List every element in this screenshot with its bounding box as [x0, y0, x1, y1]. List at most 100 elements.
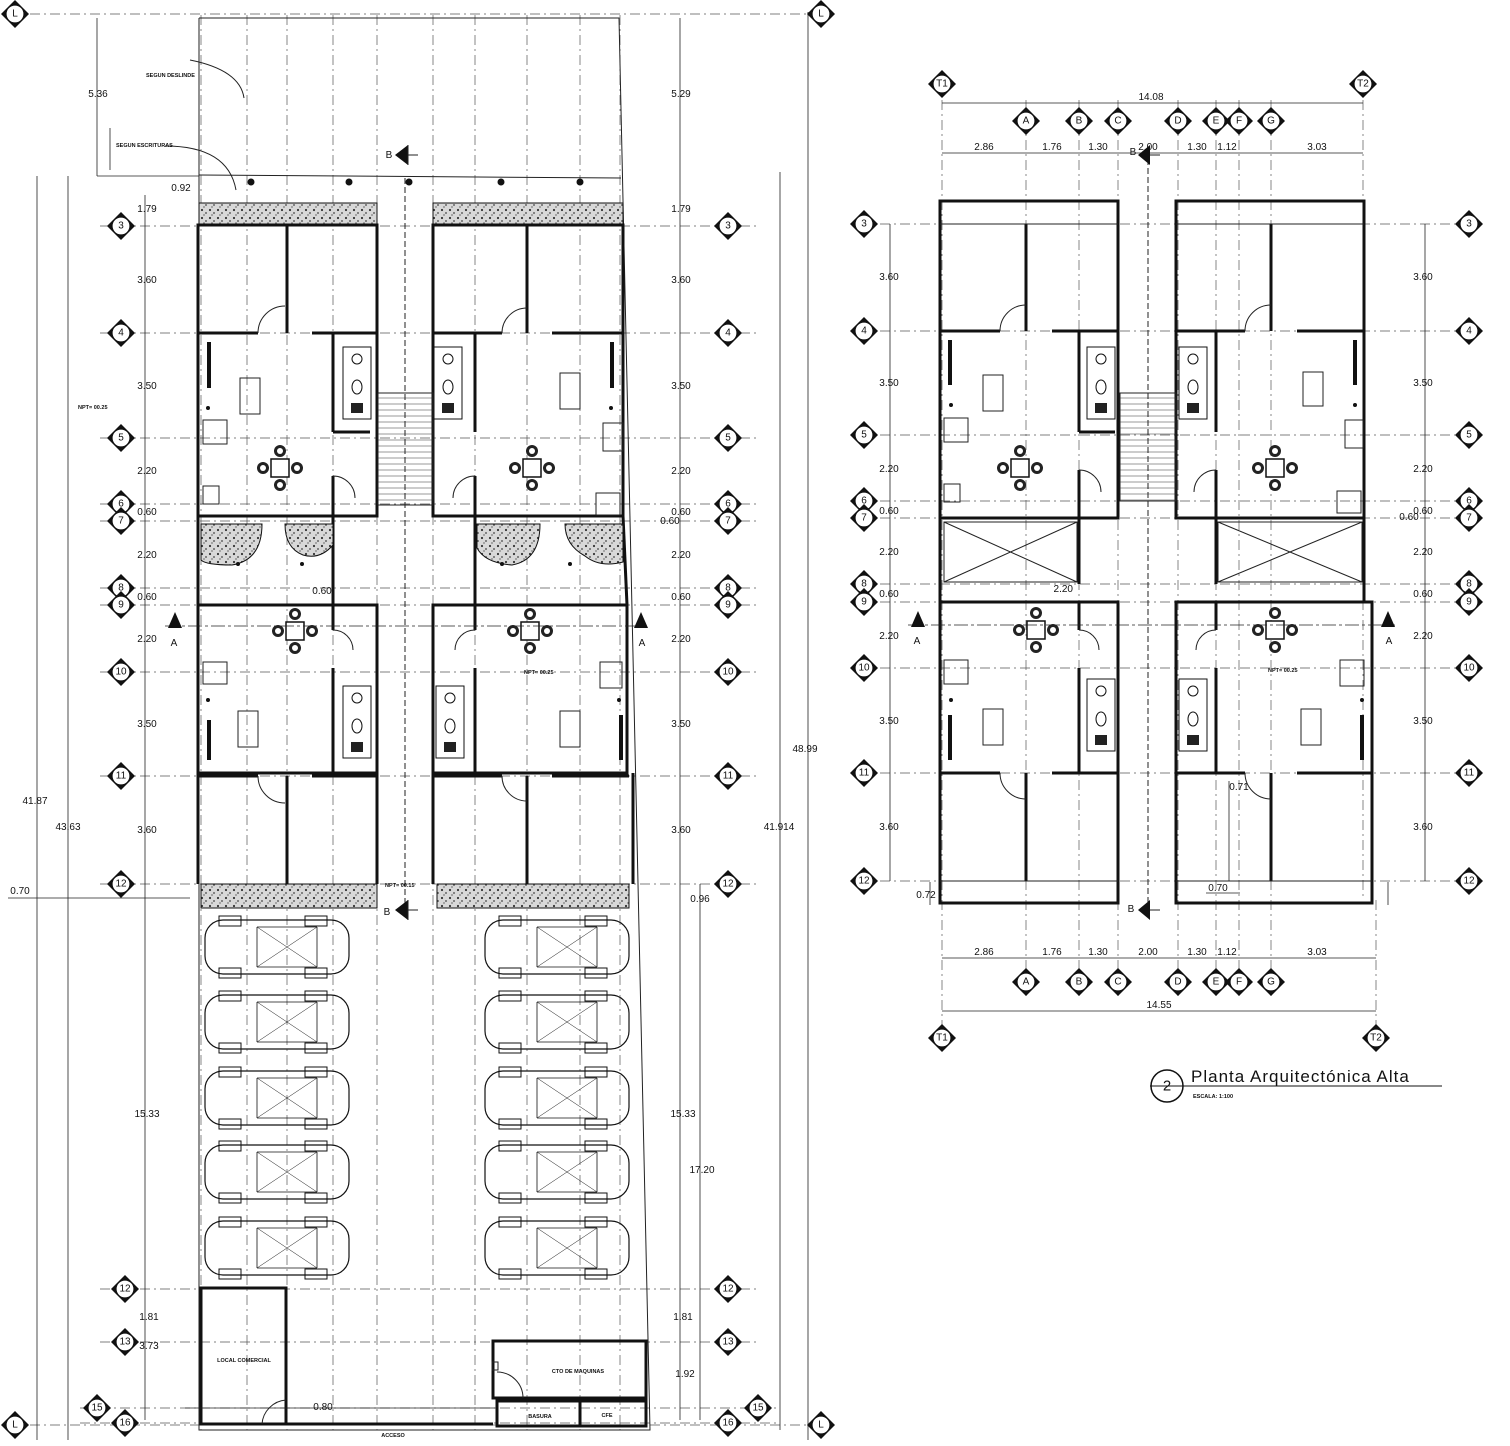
garden-planter: [476, 523, 541, 566]
row-dimension-left: 3.50: [137, 381, 157, 392]
cfe-room: [578, 1399, 648, 1428]
upper-voids: [943, 521, 1363, 583]
upper-section-b: B: [1128, 904, 1135, 915]
note-npt: NPT= 00.15: [385, 883, 415, 889]
grid-bubble-label: 7: [118, 516, 124, 527]
grid-bubble-right: 12: [714, 1275, 742, 1303]
upper-row-dimension-left: 3.60: [879, 272, 899, 283]
overall-dimension: 41.87: [22, 796, 47, 807]
grid-bubble-right: 15: [744, 1394, 772, 1422]
row-dimension-left: 2.20: [137, 550, 157, 561]
column-dimension-top: 1.12: [1217, 142, 1237, 153]
section-b-label: B: [384, 907, 391, 918]
grid-bubble-l: L: [1, 1411, 29, 1439]
upper-grid-bubble-right: 7: [1455, 504, 1483, 532]
grid-bubble-label: 3: [861, 219, 867, 230]
column-bubble-top: C: [1104, 107, 1132, 135]
garden-planter: [284, 523, 334, 557]
grid-bubble-left: 5: [107, 424, 135, 452]
lower-dimension: 1.92: [675, 1369, 695, 1380]
column-bubble-bottom: F: [1225, 968, 1253, 996]
drawing-number: 2: [1163, 1078, 1171, 1095]
row-dimension-left: 2.20: [137, 466, 157, 477]
upper-row-dimension-right: 3.50: [1413, 378, 1433, 389]
upper-grid-bubble-left: 5: [850, 421, 878, 449]
upper-grid-bubble-left: 8: [850, 570, 878, 598]
grid-bubble-label: 5: [1466, 430, 1472, 441]
grid-bubble-label: 6: [118, 499, 124, 510]
upper-row-dimension-right: 2.20: [1413, 464, 1433, 475]
upper-section-a: A: [914, 636, 921, 647]
grid-bubble-l: L: [807, 1411, 835, 1439]
column-bubble-top: B: [1065, 107, 1093, 135]
row-dimension-left: 3.60: [137, 825, 157, 836]
upper-section-b: B: [1130, 147, 1137, 158]
tree-markers: [206, 178, 621, 702]
grid-bubble-left: 8: [107, 574, 135, 602]
grid-bubble-label: 3: [118, 221, 124, 232]
grid-bubble-left: 10: [107, 658, 135, 686]
grid-bubble-label: G: [1267, 116, 1275, 127]
grid-bubble-label: 3: [725, 221, 731, 232]
grid-bubble-label: 16: [722, 1418, 734, 1429]
row-dimension-left: 3.60: [137, 275, 157, 286]
lower-dimension: 0.80: [313, 1402, 333, 1413]
grid-bubble-label: C: [1114, 977, 1121, 988]
grid-bubble-label: 9: [725, 600, 731, 611]
column-bubble-t1: T1: [928, 1024, 956, 1052]
row-dimension-left: 0.60: [137, 592, 157, 603]
row-dimension-left: 3.50: [137, 719, 157, 730]
grid-bubble-right: 5: [714, 424, 742, 452]
column-bubble-bottom: E: [1202, 968, 1230, 996]
grid-bubble-l: L: [807, 0, 835, 28]
grid-bubble-label: 11: [116, 771, 127, 782]
grid-bubble-label: 6: [1466, 496, 1472, 507]
upper-row-dimension-right: 0.60: [1413, 589, 1433, 600]
grid-bubble-right: 13: [714, 1328, 742, 1356]
column-bubble-bottom: G: [1257, 968, 1285, 996]
column-bubble-top: A: [1012, 107, 1040, 135]
upper-grid-bubble-left: 4: [850, 317, 878, 345]
grid-bubble-label: 12: [115, 879, 127, 890]
upper-grid-bubble-right: 11: [1455, 759, 1483, 787]
column-bubble-bottom: D: [1164, 968, 1192, 996]
label-cto-maquinas: CTO DE MAQUINAS: [552, 1369, 604, 1375]
upper-row-dimension-left: 3.60: [879, 822, 899, 833]
row-dimension-left: 0.60: [137, 507, 157, 518]
grid-bubble-label: B: [1076, 977, 1083, 988]
total-dimension-bottom: 14.55: [1146, 1000, 1171, 1011]
grid-bubble-right: 9: [714, 591, 742, 619]
overall-dimension: 41.914: [764, 822, 795, 833]
note-escrituras: SEGUN ESCRITURAS: [116, 143, 173, 149]
label-cfe: CFE: [602, 1413, 613, 1419]
grid-bubble-label: 8: [725, 583, 731, 594]
column-dimension-top: 2.86: [974, 142, 994, 153]
upper-row-dimension-right: 2.20: [1413, 547, 1433, 558]
upper-horizontal-grid-lines: [880, 223, 1455, 882]
row-dimension-right: 0.60: [671, 507, 691, 518]
grid-bubble-left: 6: [107, 490, 135, 518]
door-swings: [257, 305, 528, 804]
parking-dimension: 17.20: [689, 1165, 714, 1176]
garden-strip: [436, 883, 630, 909]
grid-bubble-right: 7: [714, 507, 742, 535]
upper-row-dimension-right: 2.20: [1413, 631, 1433, 642]
column-dimension-bottom: 2.00: [1138, 947, 1158, 958]
grid-bubble-label: 15: [752, 1403, 764, 1414]
column-dimension-bottom: 1.76: [1042, 947, 1062, 958]
lot-boundary: [198, 17, 651, 1431]
grid-bubble-left: 4: [107, 319, 135, 347]
garden-strip: [200, 883, 378, 909]
column-dimension-bottom: 1.12: [1217, 947, 1237, 958]
grid-bubble-label: A: [1023, 977, 1030, 988]
grid-bubble-label: T2: [1370, 1033, 1382, 1044]
dimension-lines: [8, 12, 809, 1440]
right-apartment-walls: [431, 223, 635, 884]
grid-bubble-label: 15: [91, 1403, 103, 1414]
column-dimension-bottom: 2.86: [974, 947, 994, 958]
grid-bubble-right: 6: [714, 490, 742, 518]
column-dimension-top: 1.30: [1187, 142, 1207, 153]
grid-bubble-label: 10: [722, 667, 734, 678]
